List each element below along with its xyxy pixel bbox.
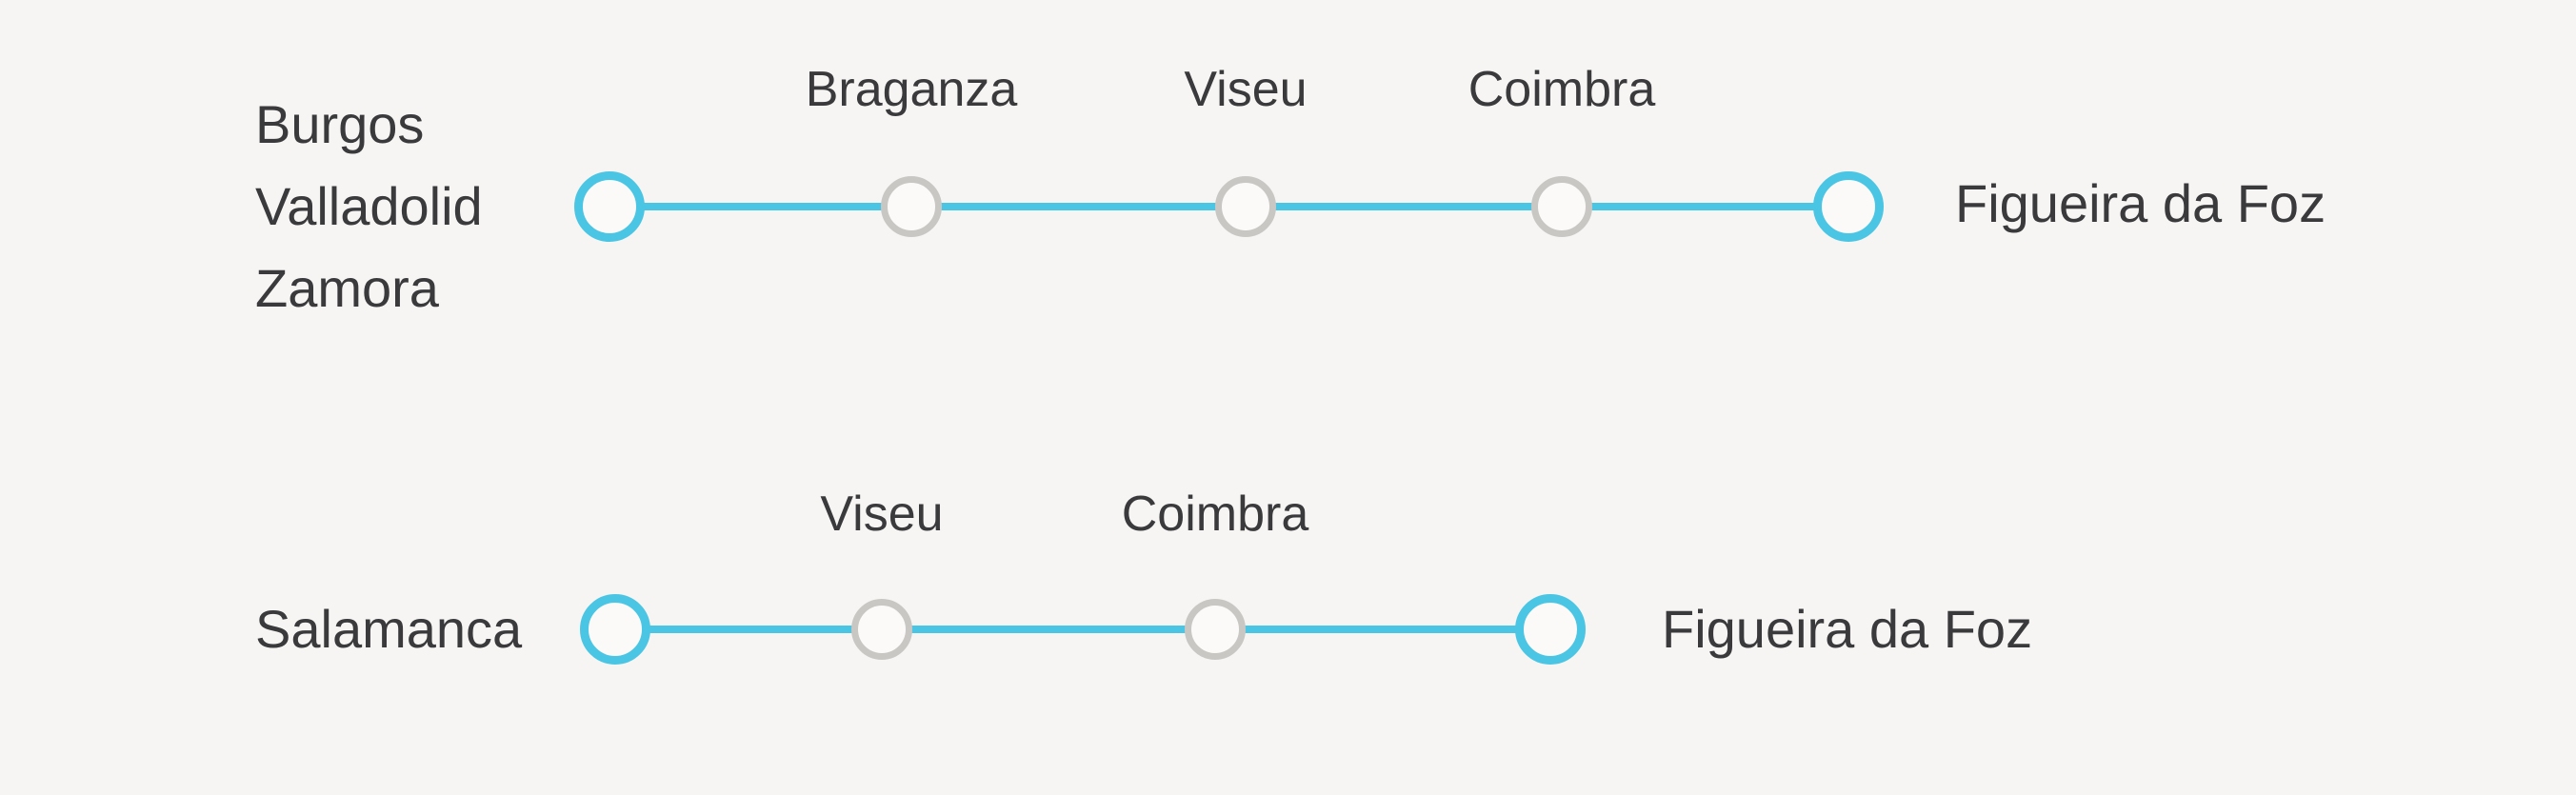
stop-dot — [1531, 176, 1592, 237]
destination-terminus-dot — [1813, 171, 1884, 242]
origin-city-label: Valladolid — [255, 176, 483, 236]
stop-dot — [1185, 599, 1246, 660]
origin-labels: Burgos Valladolid Zamora — [255, 84, 483, 329]
origin-city-label: Salamanca — [255, 599, 523, 659]
origin-terminus-dot — [580, 594, 650, 665]
destination-label: Figueira da Foz — [1662, 599, 2033, 659]
destination-label: Figueira da Foz — [1955, 173, 2326, 233]
stop-label: Viseu — [820, 487, 944, 542]
stop-dot — [851, 599, 912, 660]
stop-label: Coimbra — [1121, 487, 1309, 542]
stop-dot — [881, 176, 942, 237]
origin-city-label: Burgos — [255, 94, 425, 154]
stop-label: Viseu — [1184, 62, 1308, 117]
destination-terminus-dot — [1515, 594, 1586, 665]
stop-label: Coimbra — [1468, 62, 1656, 117]
origin-city-label: Zamora — [255, 258, 439, 318]
origin-labels: Salamanca — [255, 588, 522, 670]
route-line — [615, 626, 1550, 633]
stop-dot — [1215, 176, 1276, 237]
origin-terminus-dot — [574, 171, 645, 242]
stop-label: Braganza — [805, 62, 1018, 117]
